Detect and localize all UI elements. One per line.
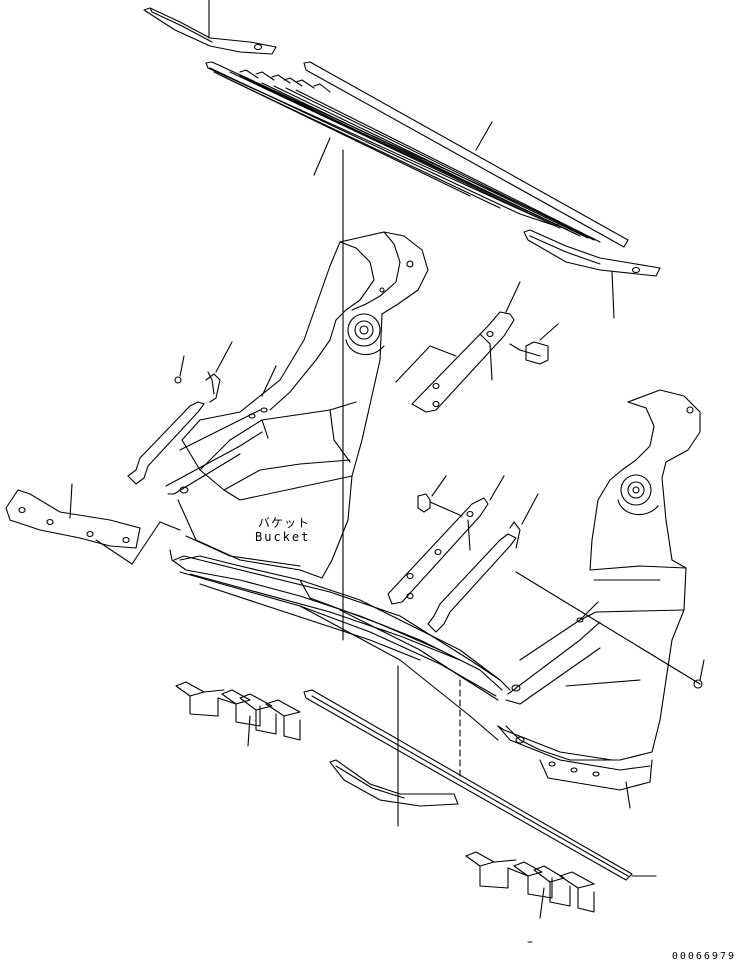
leader-line <box>95 539 133 565</box>
leader-line <box>539 887 545 919</box>
leader-line <box>247 715 251 747</box>
leader-line <box>475 121 493 151</box>
lower-bracket <box>387 475 505 605</box>
left-wear-strip <box>127 341 277 485</box>
leader-line <box>261 365 277 397</box>
leader-line <box>515 571 701 685</box>
lower-bolt <box>417 475 463 517</box>
top-corner-plate <box>143 0 277 55</box>
leader-line <box>489 475 505 501</box>
bucket-label-en: Bucket <box>255 530 311 544</box>
bucket-body-left <box>169 475 503 697</box>
leader-line <box>179 355 185 377</box>
leader-line <box>431 475 447 497</box>
small-curved-plate <box>329 759 459 807</box>
leader-line <box>539 323 559 341</box>
right-wear-strip <box>427 493 705 689</box>
upper-bracket <box>395 281 521 413</box>
lower-cutting-edge <box>303 689 657 881</box>
leader-line <box>215 341 233 373</box>
right-side-arm <box>497 389 701 809</box>
right-corner-plate <box>523 229 661 319</box>
bucket-label-jp: バケット <box>258 516 311 530</box>
leader-line <box>699 659 705 681</box>
left-tooth-group <box>175 681 301 747</box>
upper-bolt <box>509 323 559 365</box>
leader-line <box>313 137 331 176</box>
left-side-cutter <box>5 483 181 565</box>
right-tooth-group <box>465 851 595 943</box>
leader-line <box>395 345 431 383</box>
figure-id: 00066979 <box>671 951 736 962</box>
main-cutting-edge <box>173 555 511 827</box>
left-side-arm <box>165 231 429 501</box>
leader-line <box>625 781 631 809</box>
leader-line <box>521 493 539 525</box>
leader-line <box>69 483 73 519</box>
liner-plate-stack <box>205 61 629 248</box>
leader-line <box>505 281 521 313</box>
leader-line <box>429 345 457 357</box>
leader-line <box>611 271 615 319</box>
leader-line <box>565 679 641 687</box>
